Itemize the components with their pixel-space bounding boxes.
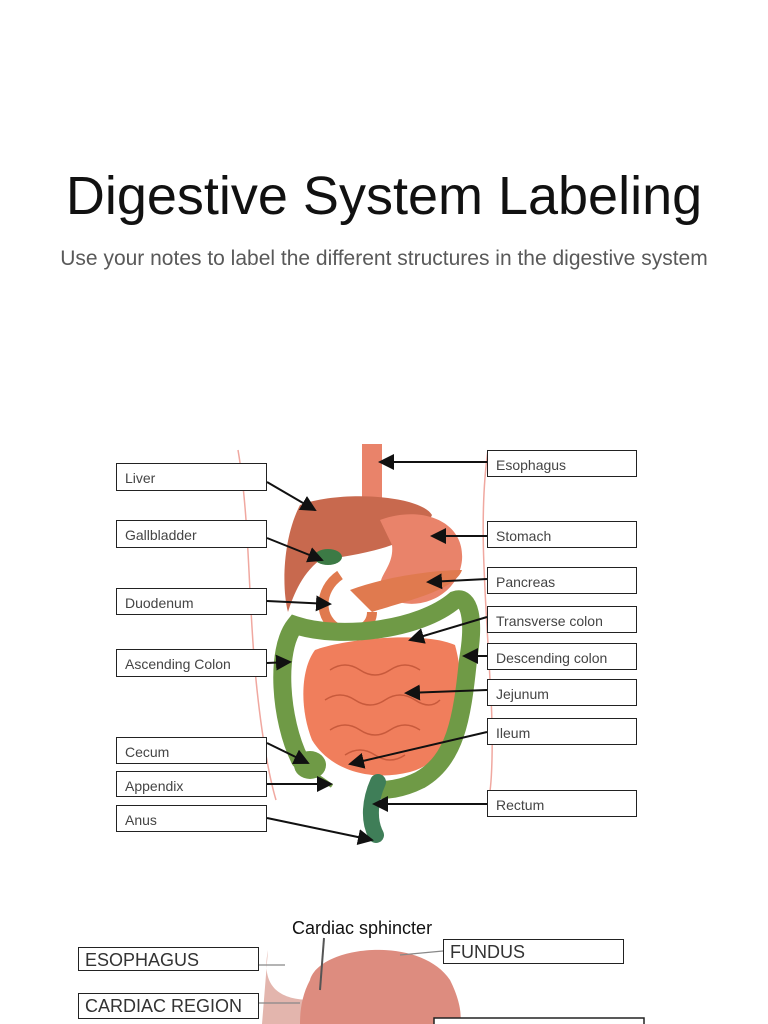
label-descending-colon-text: Descending colon bbox=[496, 650, 608, 666]
label-gallbladder-text: Gallbladder bbox=[125, 527, 197, 543]
label-transverse-colon[interactable]: Transverse colon bbox=[487, 606, 637, 633]
page-title: Digestive System Labeling bbox=[65, 166, 703, 226]
label-rectum[interactable]: Rectum bbox=[487, 790, 637, 817]
stomach-closeup-leaders bbox=[259, 950, 444, 1004]
label-esophagus-text: Esophagus bbox=[496, 457, 567, 473]
label-descending-colon[interactable]: Descending colon bbox=[487, 643, 637, 670]
label-pancreas[interactable]: Pancreas bbox=[487, 567, 637, 594]
label-rectum-text: Rectum bbox=[496, 797, 545, 813]
label-ileum[interactable]: Ileum bbox=[487, 718, 637, 745]
label-fundus[interactable]: FUNDUS bbox=[443, 939, 624, 964]
cardiac-sphincter-label: Cardiac sphincter bbox=[292, 918, 433, 938]
cecum-shape bbox=[294, 751, 326, 779]
label-esophagus[interactable]: Esophagus bbox=[487, 450, 637, 477]
label-cecum-text: Cecum bbox=[125, 744, 170, 760]
label-jejunum-text: Jejunum bbox=[496, 686, 549, 702]
arrow-liver bbox=[266, 481, 317, 512]
arrow-ascending-colon bbox=[266, 654, 292, 671]
label-appendix[interactable]: Appendix bbox=[116, 771, 267, 797]
label-appendix-text: Appendix bbox=[125, 778, 184, 794]
colon-shape bbox=[273, 590, 481, 799]
label-ascending-colon-text: Ascending Colon bbox=[125, 656, 231, 672]
arrow-transverse-colon bbox=[408, 616, 488, 644]
gallbladder-shape bbox=[314, 549, 342, 565]
label-stomach[interactable]: Stomach bbox=[487, 521, 637, 548]
page-subtitle: Use your notes to label the different st… bbox=[60, 247, 708, 270]
label-ascending-colon[interactable]: Ascending Colon bbox=[116, 649, 267, 677]
arrow-pancreas bbox=[426, 573, 488, 590]
stomach-closeup-esophagus bbox=[262, 950, 312, 1024]
label-ileum-text: Ileum bbox=[496, 725, 531, 741]
label-duodenum-text: Duodenum bbox=[125, 595, 194, 611]
arrow-ileum bbox=[348, 731, 488, 769]
stomach-closeup-shape bbox=[300, 949, 461, 1024]
label-liver[interactable]: Liver bbox=[116, 463, 267, 491]
pointer-arrows bbox=[266, 454, 488, 845]
arrow-anus bbox=[266, 817, 374, 845]
arrow-cecum bbox=[266, 742, 310, 765]
label-jejunum[interactable]: Jejunum bbox=[487, 679, 637, 706]
label-liver-text: Liver bbox=[125, 470, 156, 486]
arrow-jejunum bbox=[404, 684, 488, 701]
label-anus-text: Anus bbox=[125, 812, 157, 828]
label-cecum[interactable]: Cecum bbox=[116, 737, 267, 764]
label-gallbladder[interactable]: Gallbladder bbox=[116, 520, 267, 548]
label-cardiac-region[interactable]: CARDIAC REGION bbox=[78, 993, 259, 1019]
label-transverse-colon-text: Transverse colon bbox=[496, 613, 603, 629]
intestine-folds bbox=[324, 664, 441, 761]
label-box-partial bbox=[433, 1017, 645, 1024]
small-intestine-shape bbox=[303, 637, 461, 776]
label-anus[interactable]: Anus bbox=[116, 805, 267, 832]
label-fundus-text: FUNDUS bbox=[450, 942, 525, 962]
label-duodenum[interactable]: Duodenum bbox=[116, 588, 267, 615]
label-pancreas-text: Pancreas bbox=[496, 574, 556, 590]
rectum-shape bbox=[363, 774, 386, 843]
cardiac-sphincter-arrow bbox=[319, 937, 325, 991]
arrow-duodenum bbox=[266, 595, 332, 612]
label-esophagus-closeup-text: ESOPHAGUS bbox=[85, 950, 200, 970]
arrow-gallbladder bbox=[266, 537, 324, 563]
label-stomach-text: Stomach bbox=[496, 528, 552, 544]
label-cardiac-region-text: CARDIAC REGION bbox=[85, 996, 243, 1016]
label-esophagus-closeup[interactable]: ESOPHAGUS bbox=[78, 947, 259, 971]
